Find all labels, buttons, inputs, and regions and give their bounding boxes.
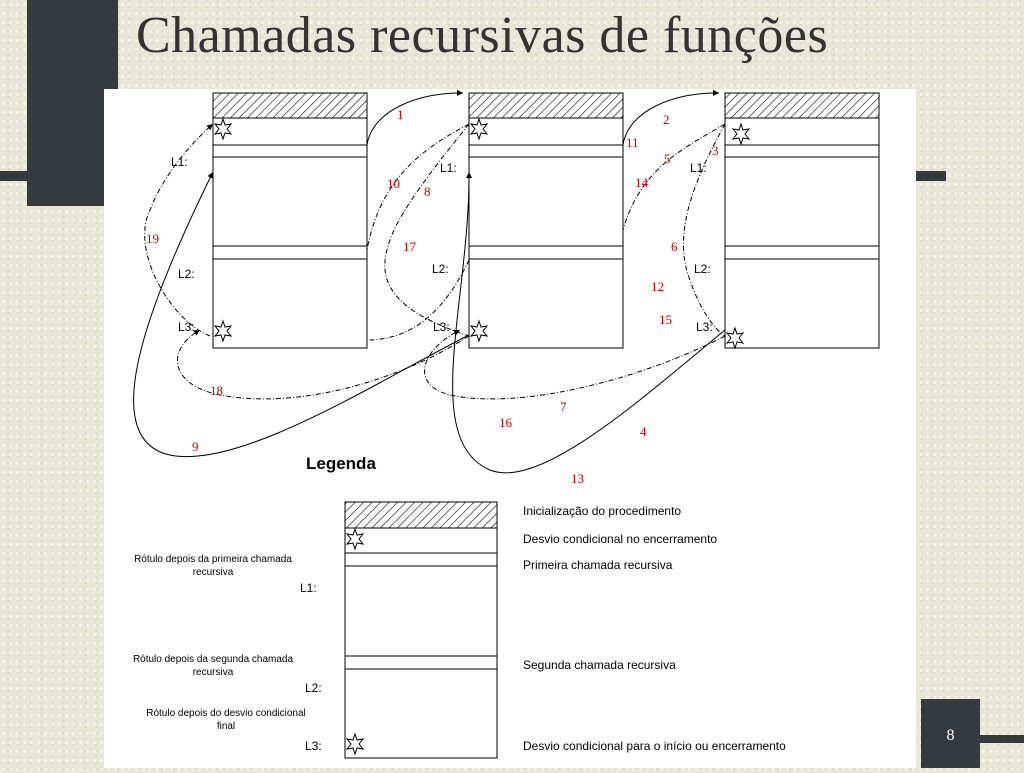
decor-right-rule — [916, 171, 946, 181]
legend-frame — [344, 501, 498, 759]
call-arrow-9 — [133, 171, 470, 458]
step-number-17: 17 — [403, 239, 417, 254]
frame2-label-l2: L2: — [432, 262, 449, 276]
star-icon — [213, 319, 233, 343]
step-number-5: 5 — [664, 151, 671, 166]
step-number-13: 13 — [571, 471, 584, 486]
call-arrow-4 — [452, 171, 726, 474]
legend-second-call: Segunda chamada recursiva — [523, 658, 676, 672]
legend-final-label: Rótulo depois do desvio condicional — [146, 708, 306, 719]
step-number-7: 7 — [560, 399, 567, 414]
frame3-label-l2: L2: — [694, 262, 711, 276]
step-number-19: 19 — [146, 231, 159, 246]
return-arrow-16 — [424, 329, 726, 400]
step-number-11: 11 — [626, 135, 639, 150]
legend-first-call-label: Rótulo depois da primeira chamada — [134, 554, 292, 565]
step-number-3: 3 — [712, 143, 719, 158]
frame2-label-l1: L1: — [440, 161, 457, 175]
call-arrow-2 — [622, 89, 720, 146]
return-arrow-8 — [384, 123, 470, 337]
step-number-8: 8 — [424, 184, 431, 199]
legend-l3: L3: — [305, 739, 322, 753]
step-number-2: 2 — [663, 112, 670, 127]
legend-title: Legenda — [306, 454, 376, 473]
star-icon — [345, 527, 365, 551]
legend-final-cond: Desvio condicional para o início ou ence… — [523, 739, 786, 753]
legend-cond-end: Desvio condicional no encerramento — [523, 532, 717, 546]
star-icon — [469, 319, 489, 343]
legend-first-call: Primeira chamada recursiva — [523, 558, 673, 572]
frame2-label-l3: L3: — [433, 320, 450, 334]
slide-title: Chamadas recursivas de funções — [136, 7, 829, 64]
step-number-15: 15 — [659, 312, 672, 327]
return-arrow-19 — [144, 123, 214, 337]
legend-second-call-label: Rótulo depois da segunda chamada — [133, 654, 294, 665]
step-number-12: 12 — [651, 279, 664, 294]
return-arrow-17 — [366, 259, 470, 341]
star-icon — [469, 117, 489, 141]
legend-first-call-label-2: recursiva — [193, 567, 234, 578]
decor-left-rule — [0, 171, 104, 181]
star-icon — [731, 122, 751, 146]
legend-l2: L2: — [305, 681, 322, 695]
stack-frame-2 — [468, 92, 624, 349]
stack-frame-3 — [724, 92, 880, 350]
frame1-label-l2: L2: — [178, 267, 195, 281]
return-arrow-10 — [366, 123, 470, 251]
stack-frame-1 — [212, 92, 368, 349]
decor-bottom-rule — [980, 735, 1024, 743]
return-arrow-11 — [622, 123, 726, 231]
call-arrow-1 — [366, 89, 464, 146]
frame1-label-l3: L3: — [178, 320, 195, 334]
step-number-1: 1 — [397, 107, 404, 122]
step-number-9: 9 — [192, 439, 199, 454]
step-number-4: 4 — [640, 424, 647, 439]
legend-init: Inicialização do procedimento — [523, 504, 681, 518]
page-number: 8 — [921, 699, 980, 768]
return-arrow-5 — [682, 123, 726, 337]
step-number-6: 6 — [671, 239, 678, 254]
legend-final-label-2: final — [217, 721, 235, 732]
frame3-label-l1: L1: — [690, 161, 707, 175]
legend-l1: L1: — [300, 581, 317, 595]
return-arrow-18 — [176, 329, 470, 400]
step-number-14: 14 — [635, 175, 649, 190]
step-number-16: 16 — [499, 415, 513, 430]
star-icon — [725, 326, 745, 350]
star-icon — [345, 732, 365, 756]
step-number-10: 10 — [387, 176, 400, 191]
frame3-label-l3: L3: — [696, 320, 713, 334]
step-number-18: 18 — [210, 383, 223, 398]
star-icon — [213, 117, 233, 141]
legend-second-call-label-2: recursiva — [193, 667, 234, 678]
